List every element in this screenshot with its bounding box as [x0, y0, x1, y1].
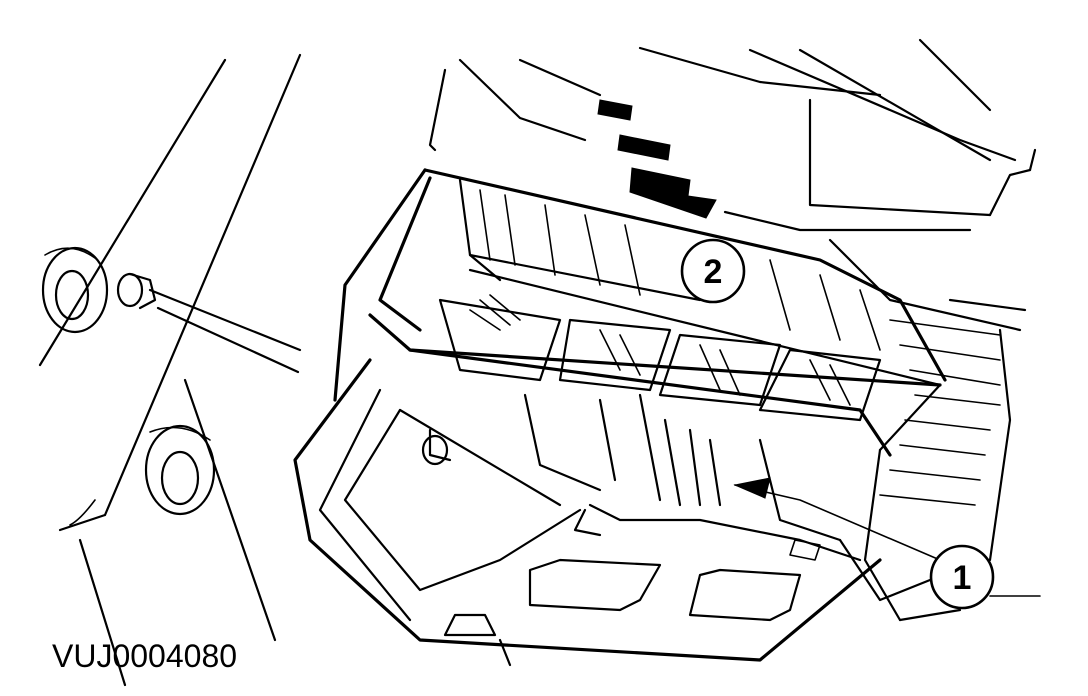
grommet-upper — [41, 246, 109, 334]
left-side-panel — [38, 53, 302, 687]
direction-arrows — [597, 99, 717, 219]
lower-bracket — [293, 358, 882, 667]
fuse-box — [333, 168, 947, 457]
upper-trim — [428, 38, 1037, 332]
right-side-ribs — [838, 319, 1012, 622]
grommet-lower — [144, 424, 216, 516]
leader-lines — [733, 477, 1041, 597]
stud-bolt — [116, 272, 302, 374]
leader-1-arrowhead — [733, 477, 771, 499]
callout-2: 2 — [680, 238, 746, 304]
callout-1: 1 — [929, 544, 995, 610]
callout-1-label: 1 — [953, 559, 972, 597]
figure-reference-code: VUJ0004080 — [52, 638, 238, 674]
callout-2-label: 2 — [704, 253, 723, 291]
